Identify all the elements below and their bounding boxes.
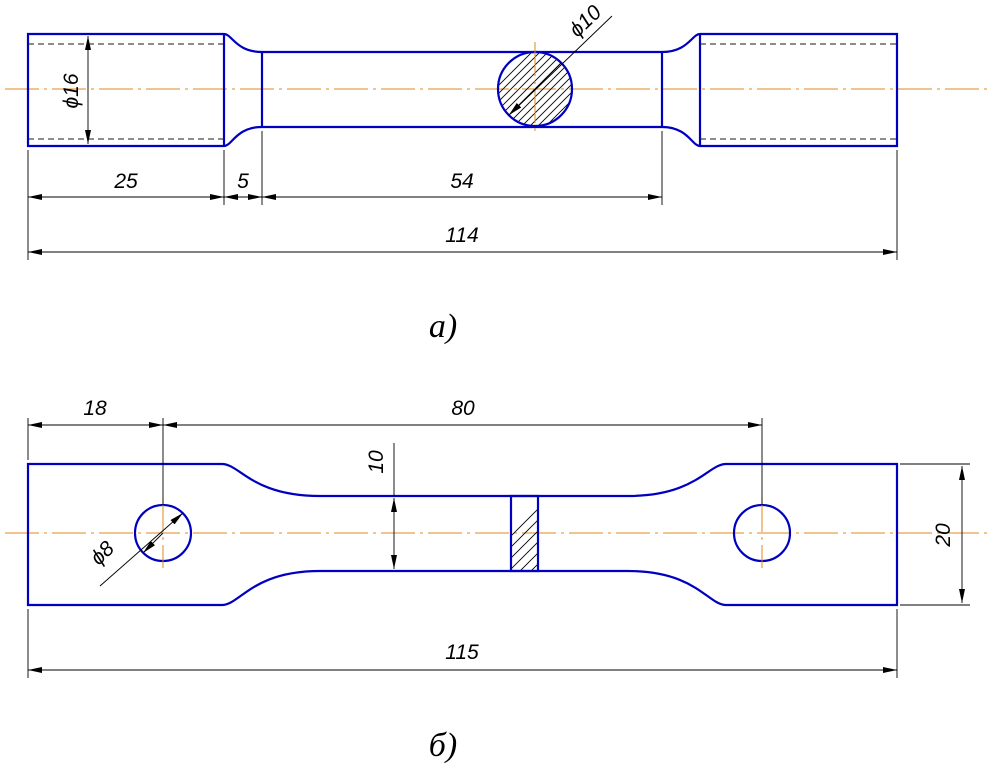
dimension-leader-hole-diameter (99, 512, 184, 587)
figure-caption-a: а) (429, 308, 457, 345)
dimension-label-fillet-length: 5 (237, 170, 249, 193)
dimension-label-grip-length: 25 (113, 170, 138, 193)
dimension-leader-hole-diameter (142, 532, 164, 554)
specimen-outline (26, 462, 899, 607)
figure-a-round-specimen: ϕ16 ϕ10 25 5 54 114 а) (5, 1, 988, 345)
figure-b-flat-specimen: 18 80 10 ϕ8 20 115 б) (5, 397, 988, 764)
dimension-label-gauge-length: 54 (450, 170, 473, 193)
dimension-label-diameter-grip: ϕ16 (60, 73, 83, 108)
dimension-label-hole-diameter: ϕ8 (86, 537, 119, 570)
dimension-leader-diameter-gauge (508, 15, 613, 116)
dimension-label-grip-width: 20 (932, 523, 955, 548)
dimension-label-diameter-gauge: ϕ10 (565, 1, 606, 42)
dimension-label-total-length: 115 (445, 641, 479, 664)
dimension-leader-diameter-gauge (508, 62, 562, 116)
dimension-label-hole-offset: 18 (83, 397, 107, 420)
dimension-label-total-length: 114 (445, 224, 478, 247)
figure-caption-b: б) (429, 727, 457, 764)
specimen-outline (26, 32, 899, 148)
cross-section-rect (509, 494, 540, 573)
cross-section-hatching (511, 508, 538, 571)
dimension-label-hole-spacing: 80 (451, 397, 475, 420)
dimension-label-gauge-width: 10 (365, 450, 388, 474)
